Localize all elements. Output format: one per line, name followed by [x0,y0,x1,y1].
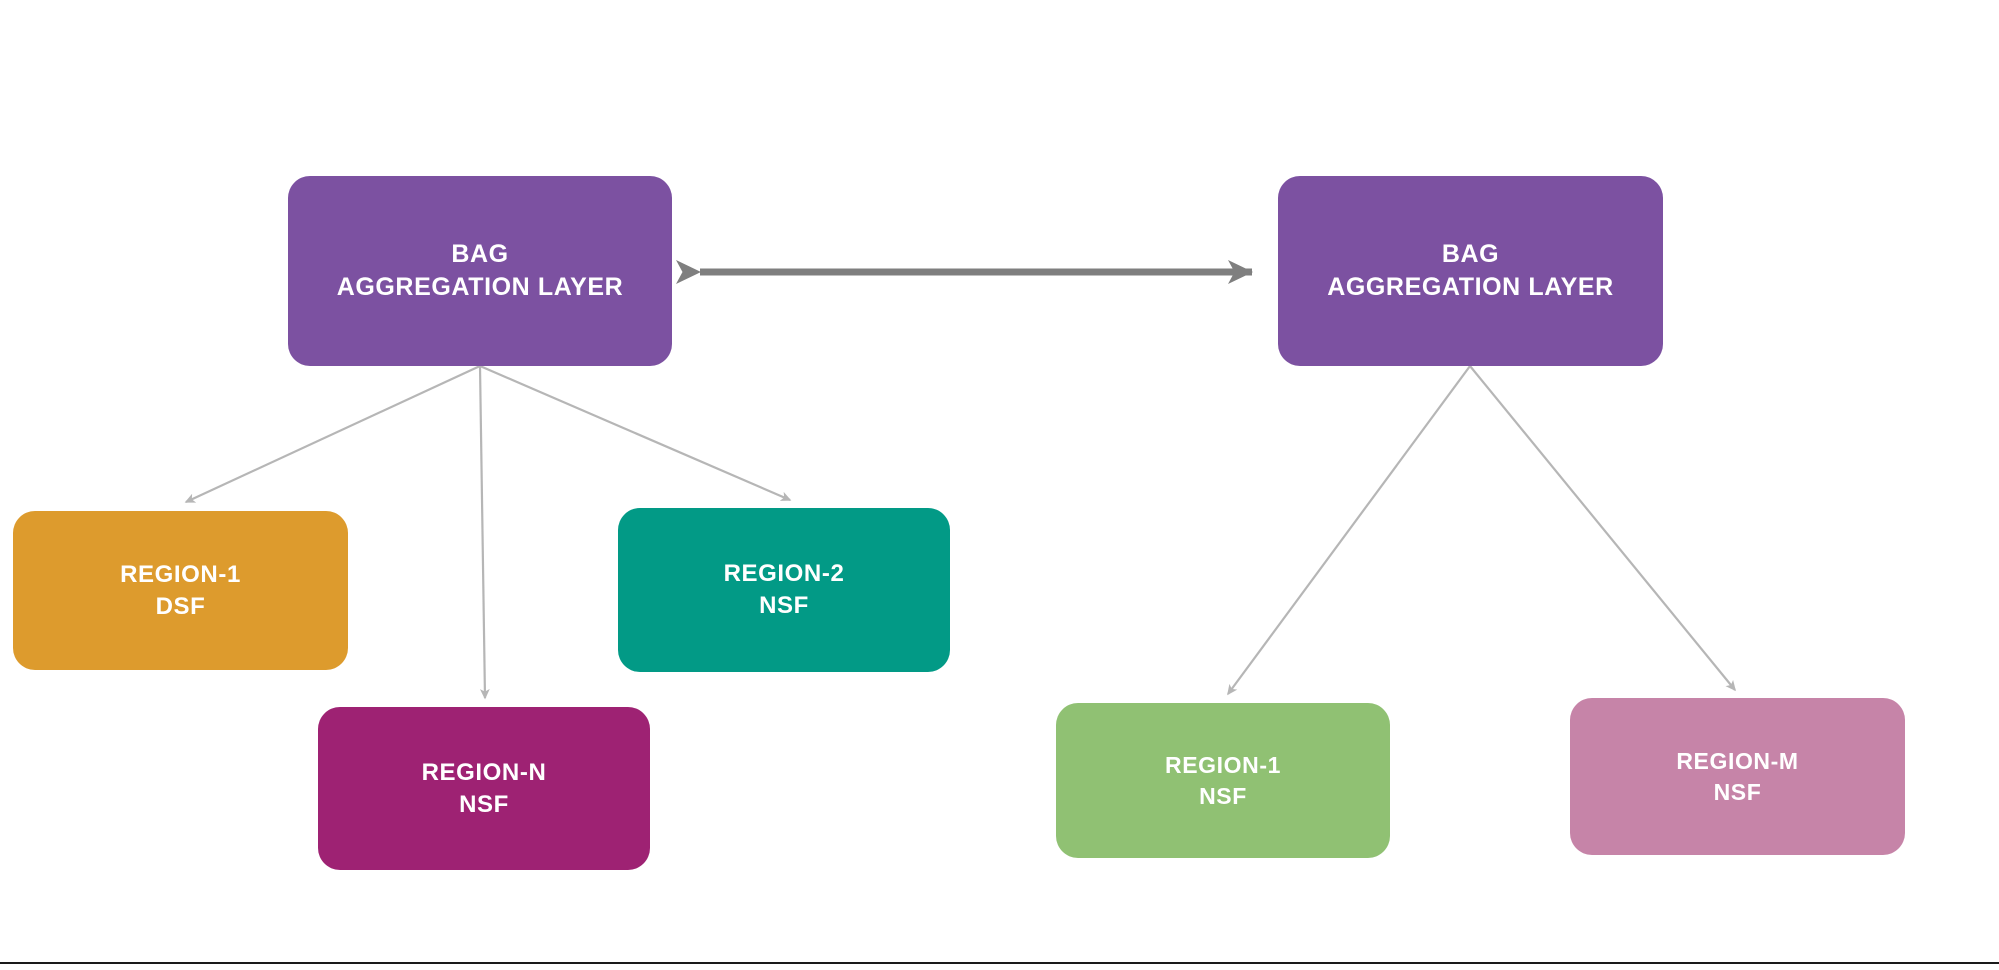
node-region-2-nsf[interactable]: REGION-2 NSF [618,508,950,672]
node-label-line1: REGION-1 [120,560,241,588]
node-region-1-nsf[interactable]: REGION-1 NSF [1056,703,1390,858]
node-bag-aggregation-layer-left[interactable]: BAG AGGREGATION LAYER [288,176,672,366]
node-region-n-nsf[interactable]: REGION-N NSF [318,707,650,870]
node-label-line1: REGION-M [1676,747,1799,774]
node-region-m-nsf[interactable]: REGION-M NSF [1570,698,1905,855]
node-label-line2: NSF [1713,778,1762,805]
node-label-line2: AGGREGATION LAYER [1327,273,1614,301]
node-label-line1: REGION-2 [723,560,845,588]
edge-bag-left-to-region-1-dsf [184,365,481,503]
node-label-line2: NSF [1199,782,1247,809]
edge-bag-right-to-region-1-nsf [1227,365,1471,696]
node-label-line1: REGION-N [421,758,547,786]
node-bag-aggregation-layer-right[interactable]: BAG AGGREGATION LAYER [1278,176,1663,366]
edge-bag-left-to-region-n-nsf [478,365,490,700]
node-region-1-dsf[interactable]: REGION-1 DSF [13,511,348,670]
node-label-line1: REGION-1 [1165,751,1281,778]
bottom-divider [0,962,1999,964]
edge-bag-right-to-region-m-nsf [1469,365,1736,692]
node-label-line1: BAG [1441,239,1500,268]
node-label-line1: BAG [451,239,509,268]
edge-bag-left-to-region-2-nsf [479,364,792,502]
node-label-line2: AGGREGATION LAYER [336,273,624,301]
node-label-line2: NSF [459,790,509,818]
node-label-line2: NSF [759,592,809,619]
node-label-line2: DSF [155,592,206,620]
